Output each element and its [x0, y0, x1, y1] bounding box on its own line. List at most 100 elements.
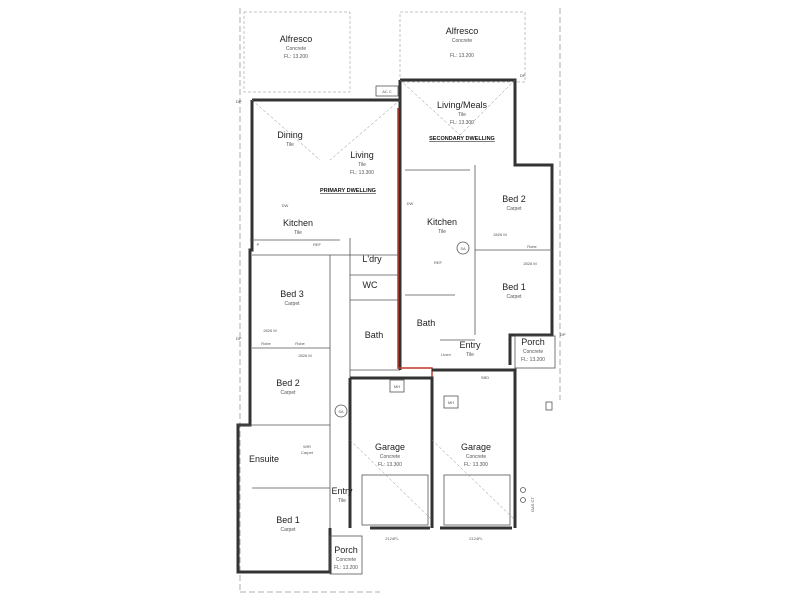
primary-garage-door-label: 2124FL: [385, 536, 399, 541]
secondary-alfresco-floor: Concrete: [452, 38, 473, 44]
primary-porch-area: [329, 535, 363, 575]
secondary-garage-door-zone: [443, 474, 511, 526]
secondary-dw-label: DW: [407, 201, 414, 206]
primary-smoke-alarm-icon: [334, 404, 348, 418]
primary-dwelling-heading: PRIMARY DWELLING: [320, 188, 376, 194]
secondary-porch-level: FL: 13.200: [521, 357, 545, 363]
gas-meter-icon-2: [520, 497, 526, 503]
primary-dw-label: DW: [282, 203, 289, 208]
primary-bed1-label: Bed 1: [276, 515, 300, 525]
primary-entry-label: Entry: [331, 486, 353, 496]
roof-line-6: [431, 439, 516, 521]
dining-floor: Tile: [286, 142, 294, 148]
secondary-mh-box: [443, 395, 459, 409]
roof-line-4: [459, 79, 516, 136]
secondary-bed1-size: 2826 M: [523, 261, 536, 266]
primary-garage-door-zone: [361, 474, 429, 526]
wir-label: WIR: [303, 444, 311, 449]
primary-robe-1: Robe: [261, 341, 271, 346]
primary-kitchen-floor: Tile: [294, 230, 302, 236]
linen-label: Linen: [441, 352, 451, 357]
bed3-size: 2826 M: [263, 328, 276, 333]
ac-unit-box: [375, 85, 399, 97]
bed2-size: 2826 M: [298, 353, 311, 358]
roof-line-3: [399, 79, 461, 136]
secondary-bed2-size: 2826 M: [493, 232, 506, 237]
living-meals-label: Living/Meals: [437, 100, 488, 110]
ensuite-label: Ensuite: [249, 454, 279, 464]
primary-outer-wall: [236, 100, 332, 574]
secondary-mh-label: MH: [448, 400, 454, 405]
secondary-bed2-floor: Carpet: [506, 206, 522, 212]
primary-porch-floor: Concrete: [336, 557, 357, 563]
secondary-smoke-alarm-icon: [456, 241, 470, 255]
dp-label-3: DP: [520, 73, 526, 78]
primary-alfresco-floor: Concrete: [286, 46, 307, 52]
bed3-floor: Carpet: [284, 301, 300, 307]
dp-label-4: DP: [560, 332, 566, 337]
secondary-bed2-label: Bed 2: [502, 194, 526, 204]
secondary-garage-floor: Concrete: [466, 454, 487, 460]
dp-label-1: DP: [236, 99, 242, 104]
primary-ref-label: REF: [313, 242, 322, 247]
wir-floor: Carpet: [301, 450, 314, 455]
secondary-ref-label: REF: [434, 260, 443, 265]
living-label: Living: [350, 150, 374, 160]
secondary-bed1-label: Bed 1: [502, 282, 526, 292]
bed3-label: Bed 3: [280, 289, 304, 299]
primary-alfresco-area: [243, 11, 351, 93]
secondary-porch-area: [514, 335, 556, 369]
secondary-alfresco-label: Alfresco: [446, 26, 479, 36]
secondary-kitchen-label: Kitchen: [427, 217, 457, 227]
living-level: FL: 13.300: [350, 170, 374, 176]
gas-meter-label: GAS CT: [530, 497, 535, 512]
primary-bed2-label: Bed 2: [276, 378, 300, 388]
secondary-garage-label: Garage: [461, 442, 491, 452]
secondary-sa-label: SA: [460, 246, 466, 251]
secondary-alfresco-area: [399, 11, 526, 83]
primary-kitchen-label: Kitchen: [283, 218, 313, 228]
gas-meter-icon-1: [520, 487, 526, 493]
primary-porch-level: FL: 13.200: [334, 565, 358, 571]
primary-porch-label: Porch: [334, 545, 358, 555]
secondary-entry-label: Entry: [459, 340, 481, 350]
living-meals-floor: Tile: [458, 112, 466, 118]
primary-garage-wall: [350, 376, 434, 528]
primary-pantry-label: P: [257, 242, 260, 247]
dining-label: Dining: [277, 130, 303, 140]
party-wall-red-line: [397, 108, 433, 526]
secondary-garage-door-label: 2124FL: [469, 536, 483, 541]
primary-garage-level: FL: 13.300: [378, 462, 402, 468]
secondary-garage-wall: [432, 368, 517, 528]
secondary-bath-label: Bath: [417, 318, 436, 328]
living-floor: Tile: [358, 162, 366, 168]
primary-alfresco-level: FL: 13.200: [284, 54, 308, 60]
secondary-bed1-floor: Carpet: [506, 294, 522, 300]
ac-unit-label: AC C: [382, 89, 392, 94]
secondary-dwelling-heading: SECONDARY DWELLING: [429, 136, 495, 142]
roof-line-1: [251, 99, 321, 161]
primary-sa-label: SA: [338, 409, 344, 414]
primary-mh-label: MH: [394, 384, 400, 389]
roof-line-2: [329, 99, 401, 161]
primary-bed1-floor: Carpet: [280, 527, 296, 533]
dp-label-2: DP: [236, 336, 242, 341]
secondary-alfresco-level: FL: 13.200: [450, 53, 474, 59]
roof-line-5: [349, 439, 433, 521]
primary-bed2-floor: Carpet: [280, 390, 296, 396]
primary-entry-floor: Tile: [338, 498, 346, 504]
secondary-kitchen-floor: Tile: [438, 229, 446, 235]
primary-robe-2: Robe: [295, 341, 305, 346]
secondary-robe: Robe: [527, 244, 537, 249]
secondary-porch-label: Porch: [521, 337, 545, 347]
sbd-label: SBD: [481, 375, 489, 380]
meter-box-icon: [545, 401, 553, 411]
wc-label: WC: [363, 280, 378, 290]
primary-garage-label: Garage: [375, 442, 405, 452]
primary-mh-box: [389, 379, 405, 393]
primary-bath-label: Bath: [365, 330, 384, 340]
living-meals-level: FL: 13.300: [450, 120, 474, 126]
primary-garage-floor: Concrete: [380, 454, 401, 460]
primary-alfresco-label: Alfresco: [280, 34, 313, 44]
